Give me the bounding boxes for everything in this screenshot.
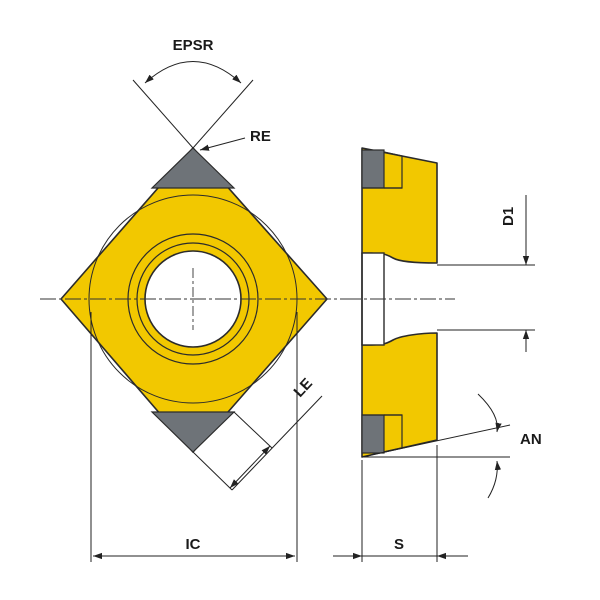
top-cutting-tip: [150, 147, 236, 189]
epsr-label: EPSR: [173, 37, 214, 54]
an-label: AN: [520, 431, 542, 448]
s-label: S: [394, 536, 404, 553]
le-label: LE: [290, 375, 316, 401]
re-label: RE: [250, 128, 271, 145]
epsr-dimension: [132, 61, 254, 149]
s-dimension: [333, 445, 468, 562]
side-bottom-tip: [361, 414, 385, 454]
d1-dimension: [437, 195, 535, 352]
le-dimension: [192, 395, 323, 491]
d1-label: D1: [500, 207, 517, 226]
bottom-cutting-tip: [150, 411, 236, 453]
ic-label: IC: [186, 536, 201, 553]
ic-dimension: [90, 312, 298, 562]
re-leader: [199, 137, 246, 151]
front-view: [40, 147, 345, 453]
side-top-tip: [361, 149, 385, 189]
an-dimension: [361, 393, 511, 499]
side-view: [345, 147, 455, 458]
